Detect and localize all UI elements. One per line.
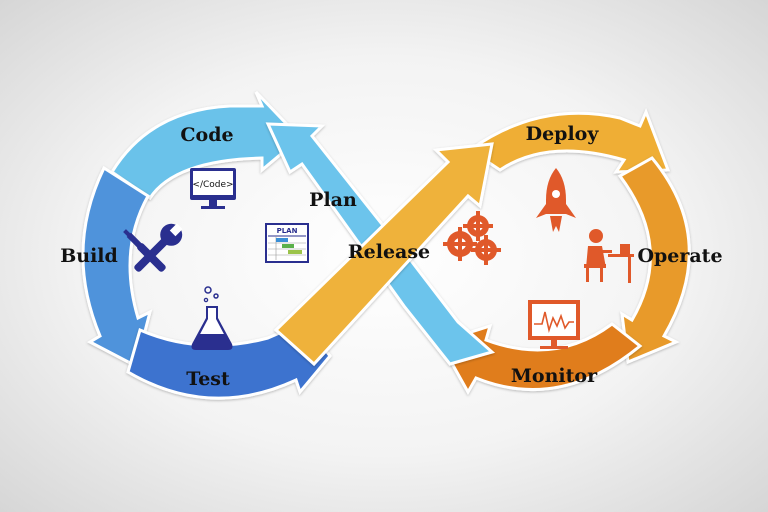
rocket-icon	[536, 168, 576, 232]
monitor-arrow	[437, 322, 643, 396]
operate-arrow	[617, 156, 691, 365]
label-code: Code	[180, 124, 233, 146]
code-monitor-icon: </Code>	[190, 168, 236, 209]
tools-icon	[123, 223, 183, 272]
label-release: Release	[348, 241, 430, 263]
flask-icon	[191, 286, 233, 350]
operator-icon	[584, 229, 634, 283]
label-deploy: Deploy	[526, 123, 600, 145]
code-screen-text: </Code>	[192, 180, 233, 190]
build-arrow	[81, 165, 153, 369]
gears-icon	[443, 211, 501, 265]
release-arrow	[273, 142, 494, 367]
label-operate: Operate	[637, 245, 722, 267]
code-arrow	[109, 90, 303, 201]
label-monitor: Monitor	[511, 365, 598, 387]
deploy-arrow	[467, 107, 671, 174]
label-build: Build	[60, 245, 118, 267]
label-plan: Plan	[309, 189, 357, 211]
plan-board-icon: PLAN	[265, 223, 309, 263]
monitor-chart-icon	[528, 300, 580, 349]
label-test: Test	[186, 368, 230, 390]
plan-board-text: PLAN	[277, 227, 298, 235]
